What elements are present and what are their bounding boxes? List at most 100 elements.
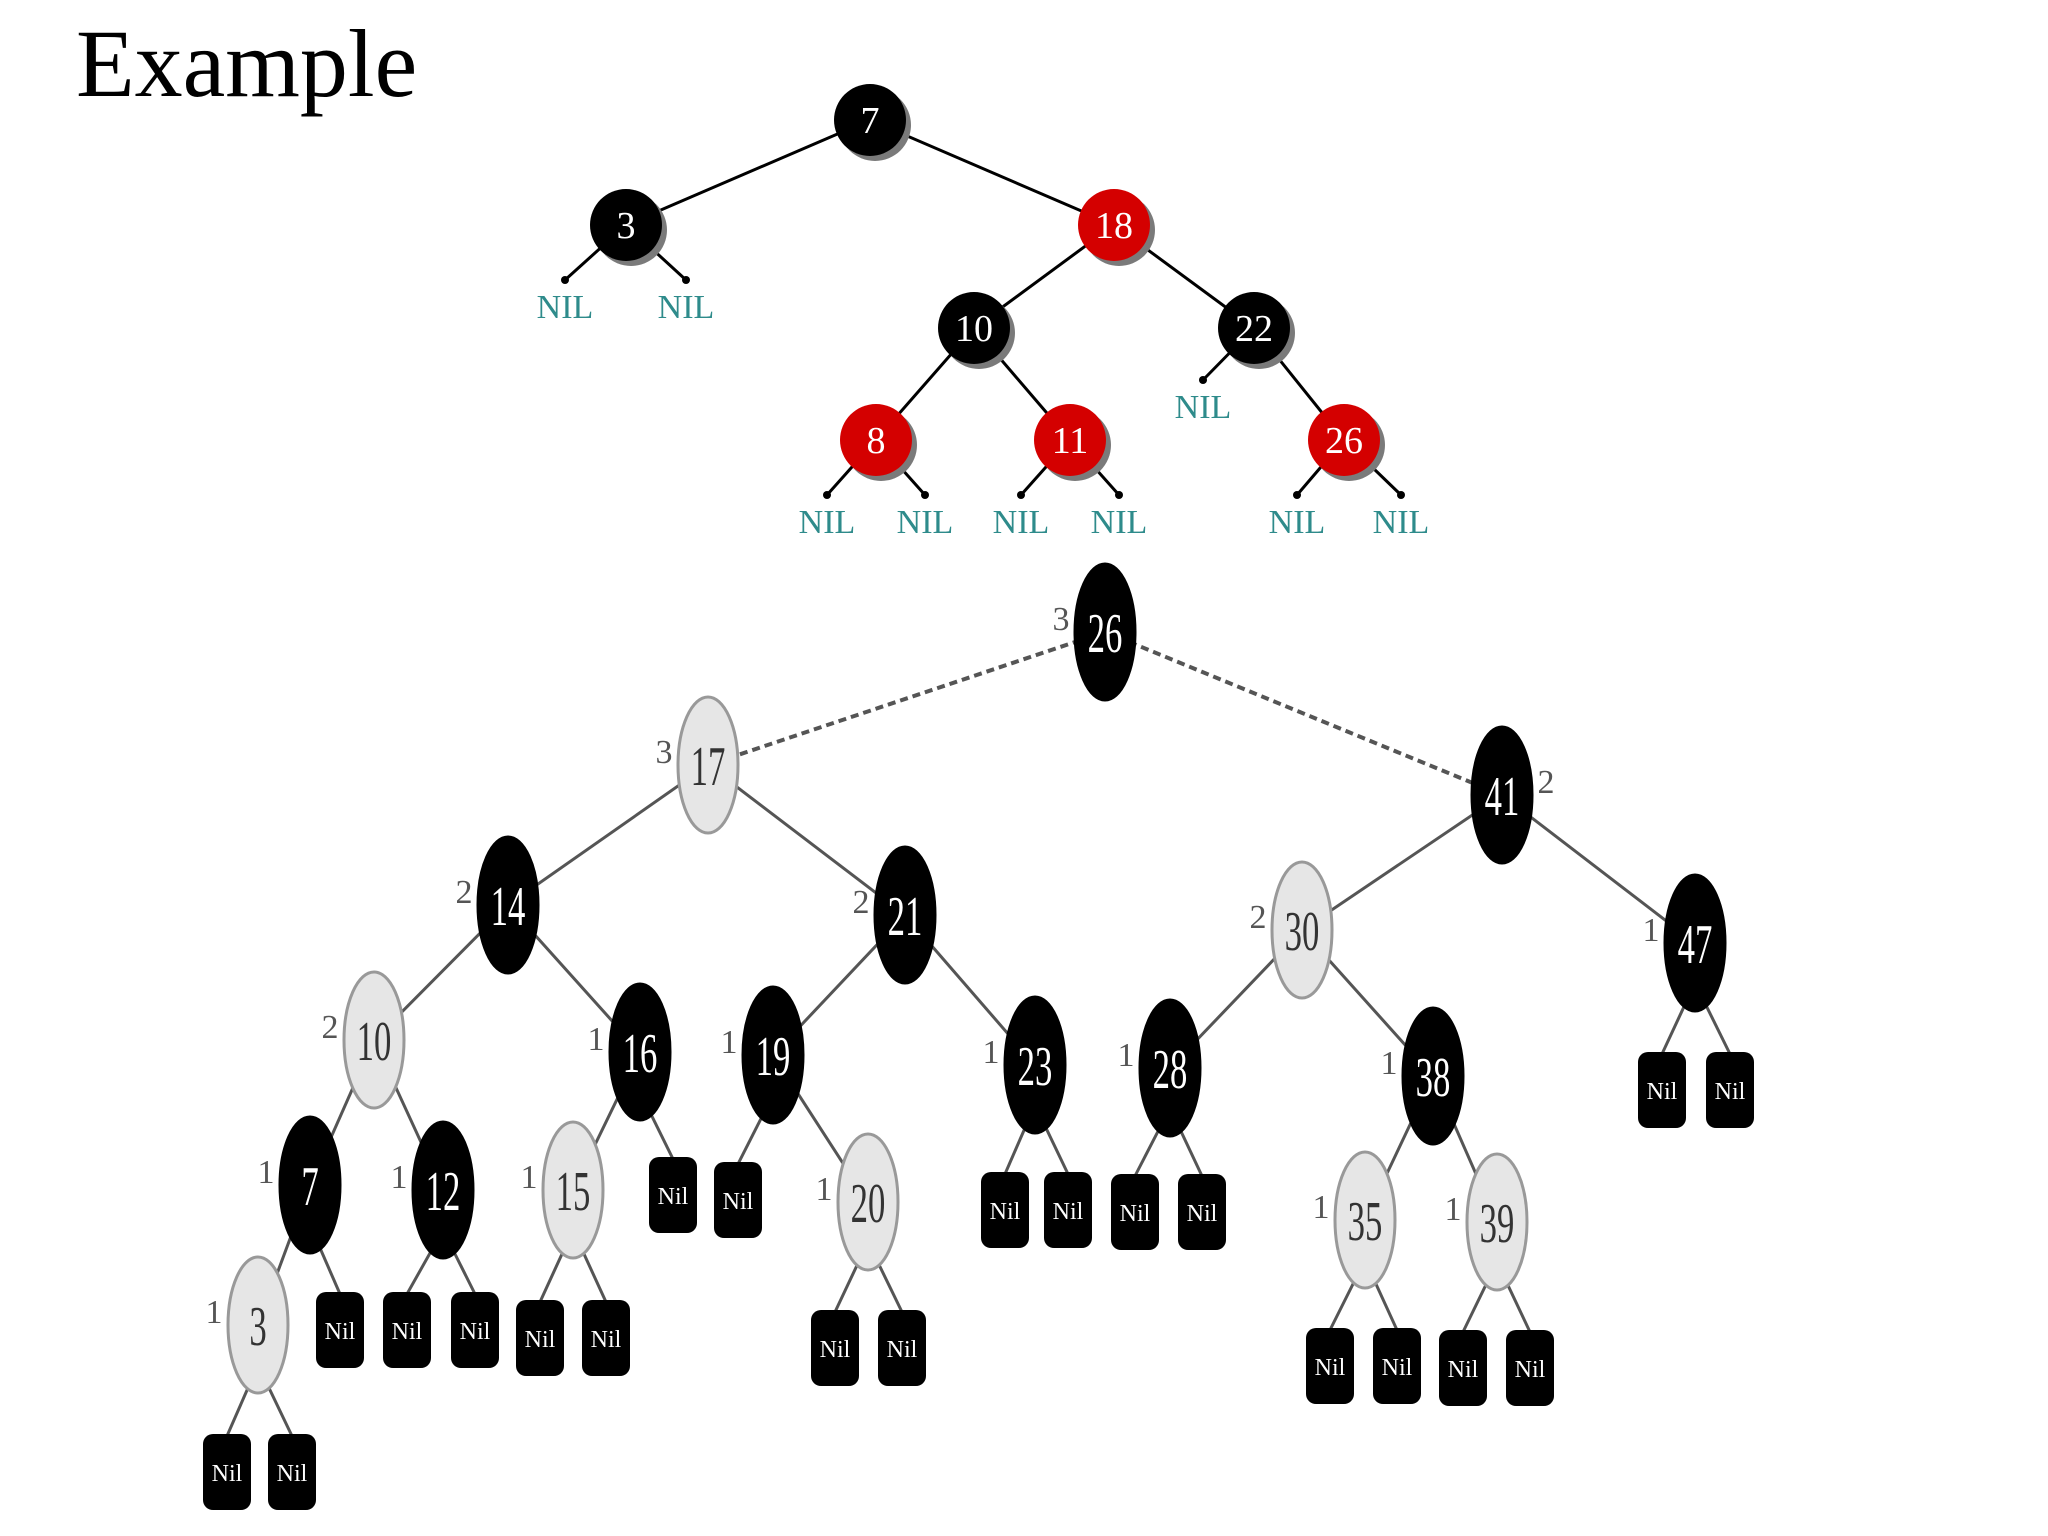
nil-leaf: Nil — [1178, 1174, 1226, 1250]
node-label: 10 — [357, 1011, 392, 1074]
tree-node: 18 — [1078, 189, 1155, 266]
nil-label: Nil — [277, 1461, 308, 1487]
tree-edge — [507, 763, 709, 907]
nil-leaf: Nil — [1044, 1172, 1092, 1248]
node-circle — [834, 84, 906, 156]
tree-node: 47 1 — [1643, 873, 1727, 1013]
node-circle — [1034, 404, 1106, 476]
node-circle — [840, 404, 912, 476]
nil-label: Nil — [460, 1319, 491, 1345]
tree-node: 20 1 — [816, 1132, 900, 1272]
node-label: 18 — [1095, 205, 1133, 247]
black-height-label: 1 — [588, 1021, 605, 1058]
black-height-label: 1 — [1445, 1191, 1462, 1228]
tree-node: 38 1 — [1381, 1006, 1465, 1146]
nil-leaf: Nil — [1706, 1052, 1754, 1128]
tree-node: 10 — [938, 292, 1015, 369]
node-label: 3 — [617, 205, 636, 247]
black-height-label: 1 — [258, 1154, 275, 1191]
nil-leaf: Nil — [316, 1292, 364, 1368]
node-ellipse — [873, 845, 937, 985]
node-ellipse — [1465, 1152, 1529, 1292]
node-label: 15 — [556, 1161, 591, 1224]
nil-leaf: Nil — [981, 1172, 1029, 1248]
node-label: 22 — [1235, 308, 1273, 350]
nil-label: NIL — [658, 289, 715, 326]
nil-label: NIL — [1269, 504, 1326, 541]
node-ellipse — [1003, 995, 1067, 1135]
nil-leaf: Nil — [582, 1300, 630, 1376]
nil-leaf: Nil — [383, 1292, 431, 1368]
nil-box — [1506, 1330, 1554, 1406]
nil-box — [1439, 1330, 1487, 1406]
node-label: 47 — [1678, 914, 1713, 977]
nil-dot — [682, 276, 690, 284]
black-height-label: 1 — [1313, 1189, 1330, 1226]
tree-node: 30 2 — [1250, 860, 1334, 1000]
nil-box — [714, 1162, 762, 1238]
node-ellipse — [278, 1115, 342, 1255]
nil-label: NIL — [993, 504, 1050, 541]
nil-label: Nil — [990, 1199, 1021, 1225]
black-height-label: 2 — [1250, 899, 1267, 936]
tree-node: 263 — [1053, 562, 1137, 702]
black-height-label: 2 — [322, 1009, 339, 1046]
tree-node: 212 — [853, 845, 937, 985]
tree-node: 7 — [834, 84, 911, 161]
tree-node: 142 — [456, 835, 540, 975]
node-ellipse — [226, 1255, 290, 1395]
node-label: 11 — [1052, 420, 1089, 462]
node-label: 41 — [1485, 766, 1520, 829]
node-ellipse — [741, 985, 805, 1125]
node-label: 12 — [426, 1161, 461, 1224]
nil-label: Nil — [1647, 1079, 1678, 1105]
nil-dot — [921, 491, 929, 499]
nil-leaf: Nil — [1439, 1330, 1487, 1406]
nil-leaf: Nil — [1111, 1174, 1159, 1250]
nil-box — [1638, 1052, 1686, 1128]
nil-box — [981, 1172, 1029, 1248]
node-circle — [1308, 404, 1380, 476]
tree-edge — [625, 118, 871, 227]
nil-label: Nil — [1053, 1199, 1084, 1225]
tree-node: 10 2 — [322, 970, 406, 1110]
tree-node: 173 — [656, 695, 740, 835]
nil-box — [383, 1292, 431, 1368]
tree-node: 231 — [983, 995, 1067, 1135]
black-height-label: 1 — [983, 1034, 1000, 1071]
node-label: 20 — [851, 1173, 886, 1236]
nil-box — [878, 1310, 926, 1386]
node-ellipse — [476, 835, 540, 975]
node-ellipse — [411, 1120, 475, 1260]
nil-dot — [561, 276, 569, 284]
nil-box — [1306, 1328, 1354, 1404]
node-label: 10 — [955, 308, 993, 350]
black-height-label: 1 — [816, 1171, 833, 1208]
node-circle — [590, 189, 662, 261]
nil-label: NIL — [1373, 504, 1430, 541]
nil-label: Nil — [325, 1319, 356, 1345]
nil-leaf: Nil — [878, 1310, 926, 1386]
node-label: 35 — [1348, 1191, 1383, 1254]
node-ellipse — [1401, 1006, 1465, 1146]
node-label: 38 — [1416, 1047, 1451, 1110]
tree-node: 35 1 — [1313, 1150, 1397, 1290]
black-height-label: 1 — [1381, 1045, 1398, 1082]
nil-leaf: Nil — [268, 1434, 316, 1510]
nil-label: Nil — [1120, 1201, 1151, 1227]
node-label: 26 — [1088, 603, 1123, 666]
black-height-label: 1 — [391, 1159, 408, 1196]
tree-node: 191 — [721, 985, 805, 1125]
node-label: 30 — [1285, 901, 1320, 964]
nil-leaf: Nil — [203, 1434, 251, 1510]
tree-node: 281 — [1118, 998, 1202, 1138]
nil-label: Nil — [820, 1337, 851, 1363]
node-label: 7 — [301, 1156, 318, 1219]
black-height-label: 1 — [1643, 912, 1660, 949]
nil-leaf: Nil — [649, 1157, 697, 1233]
nil-box — [1044, 1172, 1092, 1248]
node-ellipse — [1073, 562, 1137, 702]
nil-box — [582, 1300, 630, 1376]
